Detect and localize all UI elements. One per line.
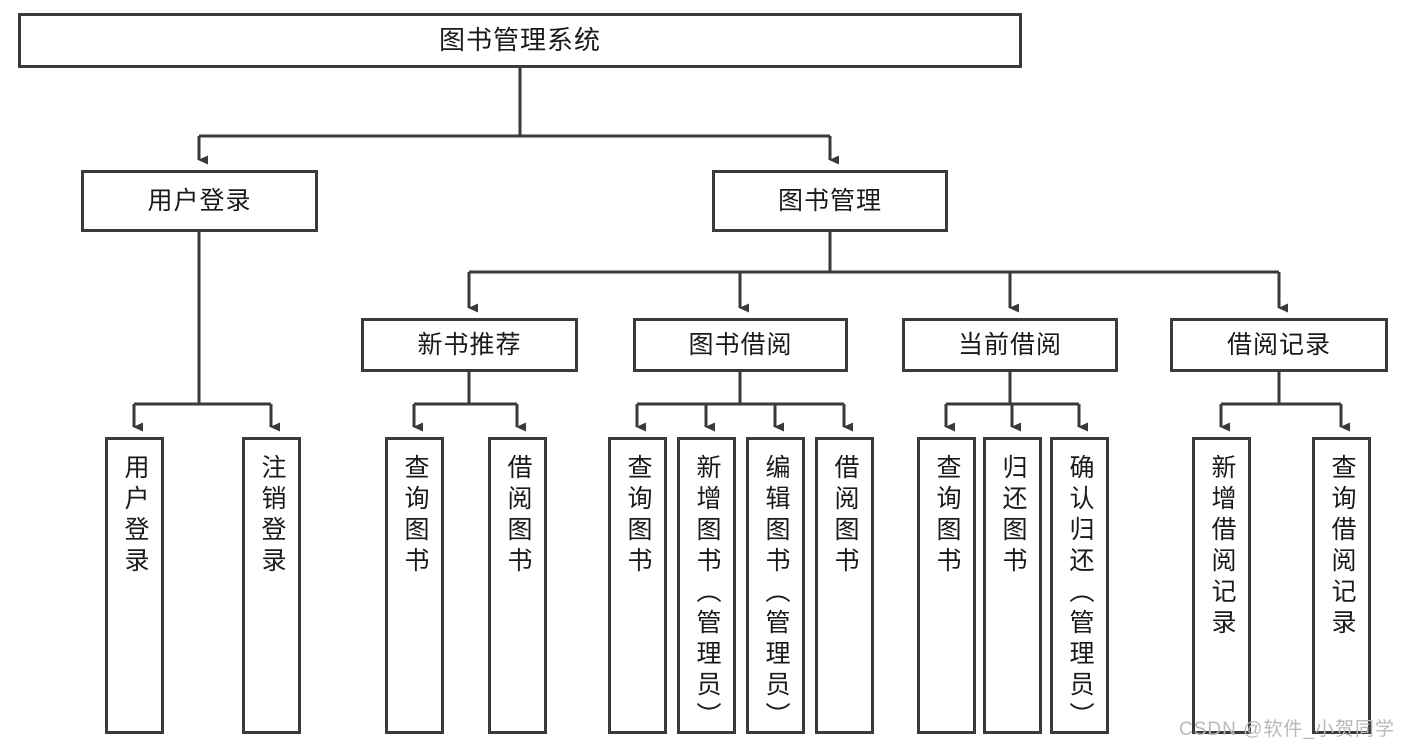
node-user-login[interactable]: 用户登录 [81, 170, 318, 232]
node-label: 查询借阅记录 [1328, 454, 1356, 640]
node-borrow-record[interactable]: 借阅记录 [1170, 318, 1388, 372]
node-leaf-query-book-borrow[interactable]: 查询图书 [608, 437, 667, 734]
node-label: 当前借阅 [957, 330, 1062, 359]
node-label: 图书管理系统 [438, 24, 601, 55]
node-leaf-borrow-book[interactable]: 借阅图书 [815, 437, 874, 734]
node-root-system[interactable]: 图书管理系统 [18, 13, 1022, 68]
node-leaf-confirm-return-admin[interactable]: 确认归还（管理员） [1050, 437, 1109, 734]
node-book-management[interactable]: 图书管理 [712, 170, 948, 232]
node-leaf-query-book-recommend[interactable]: 查询图书 [385, 437, 444, 734]
node-label: 用户登录 [121, 454, 149, 578]
node-label: 确认归还（管理员） [1066, 454, 1094, 733]
node-leaf-borrow-book-recommend[interactable]: 借阅图书 [488, 437, 547, 734]
node-label: 查询图书 [401, 454, 429, 578]
node-current-borrow[interactable]: 当前借阅 [902, 318, 1118, 372]
node-label: 借阅图书 [831, 454, 859, 578]
node-label: 用户登录 [147, 186, 252, 215]
node-leaf-add-book-admin[interactable]: 新增图书（管理员） [677, 437, 736, 734]
node-label: 借阅图书 [504, 454, 532, 578]
node-label: 查询图书 [624, 454, 652, 578]
node-label: 新增图书（管理员） [693, 454, 721, 733]
node-label: 查询图书 [933, 454, 961, 578]
node-label: 注销登录 [258, 454, 286, 578]
node-leaf-query-borrow-record[interactable]: 查询借阅记录 [1312, 437, 1371, 734]
node-label: 新增借阅记录 [1208, 454, 1236, 640]
node-leaf-query-book-current[interactable]: 查询图书 [917, 437, 976, 734]
node-new-book-recommend[interactable]: 新书推荐 [361, 318, 578, 372]
csdn-watermark: CSDN @软件_小贺同学 [1179, 719, 1395, 740]
node-book-borrow[interactable]: 图书借阅 [633, 318, 848, 372]
node-label: 编辑图书（管理员） [762, 454, 790, 733]
node-leaf-user-logout[interactable]: 注销登录 [242, 437, 301, 734]
node-leaf-user-login[interactable]: 用户登录 [105, 437, 164, 734]
node-label: 图书借阅 [688, 330, 793, 359]
node-label: 图书管理 [777, 186, 882, 215]
node-leaf-edit-book-admin[interactable]: 编辑图书（管理员） [746, 437, 805, 734]
node-leaf-add-borrow-record[interactable]: 新增借阅记录 [1192, 437, 1251, 734]
node-label: 归还图书 [999, 454, 1027, 578]
node-label: 借阅记录 [1226, 330, 1331, 359]
node-leaf-return-book[interactable]: 归还图书 [983, 437, 1042, 734]
node-label: 新书推荐 [417, 330, 522, 359]
